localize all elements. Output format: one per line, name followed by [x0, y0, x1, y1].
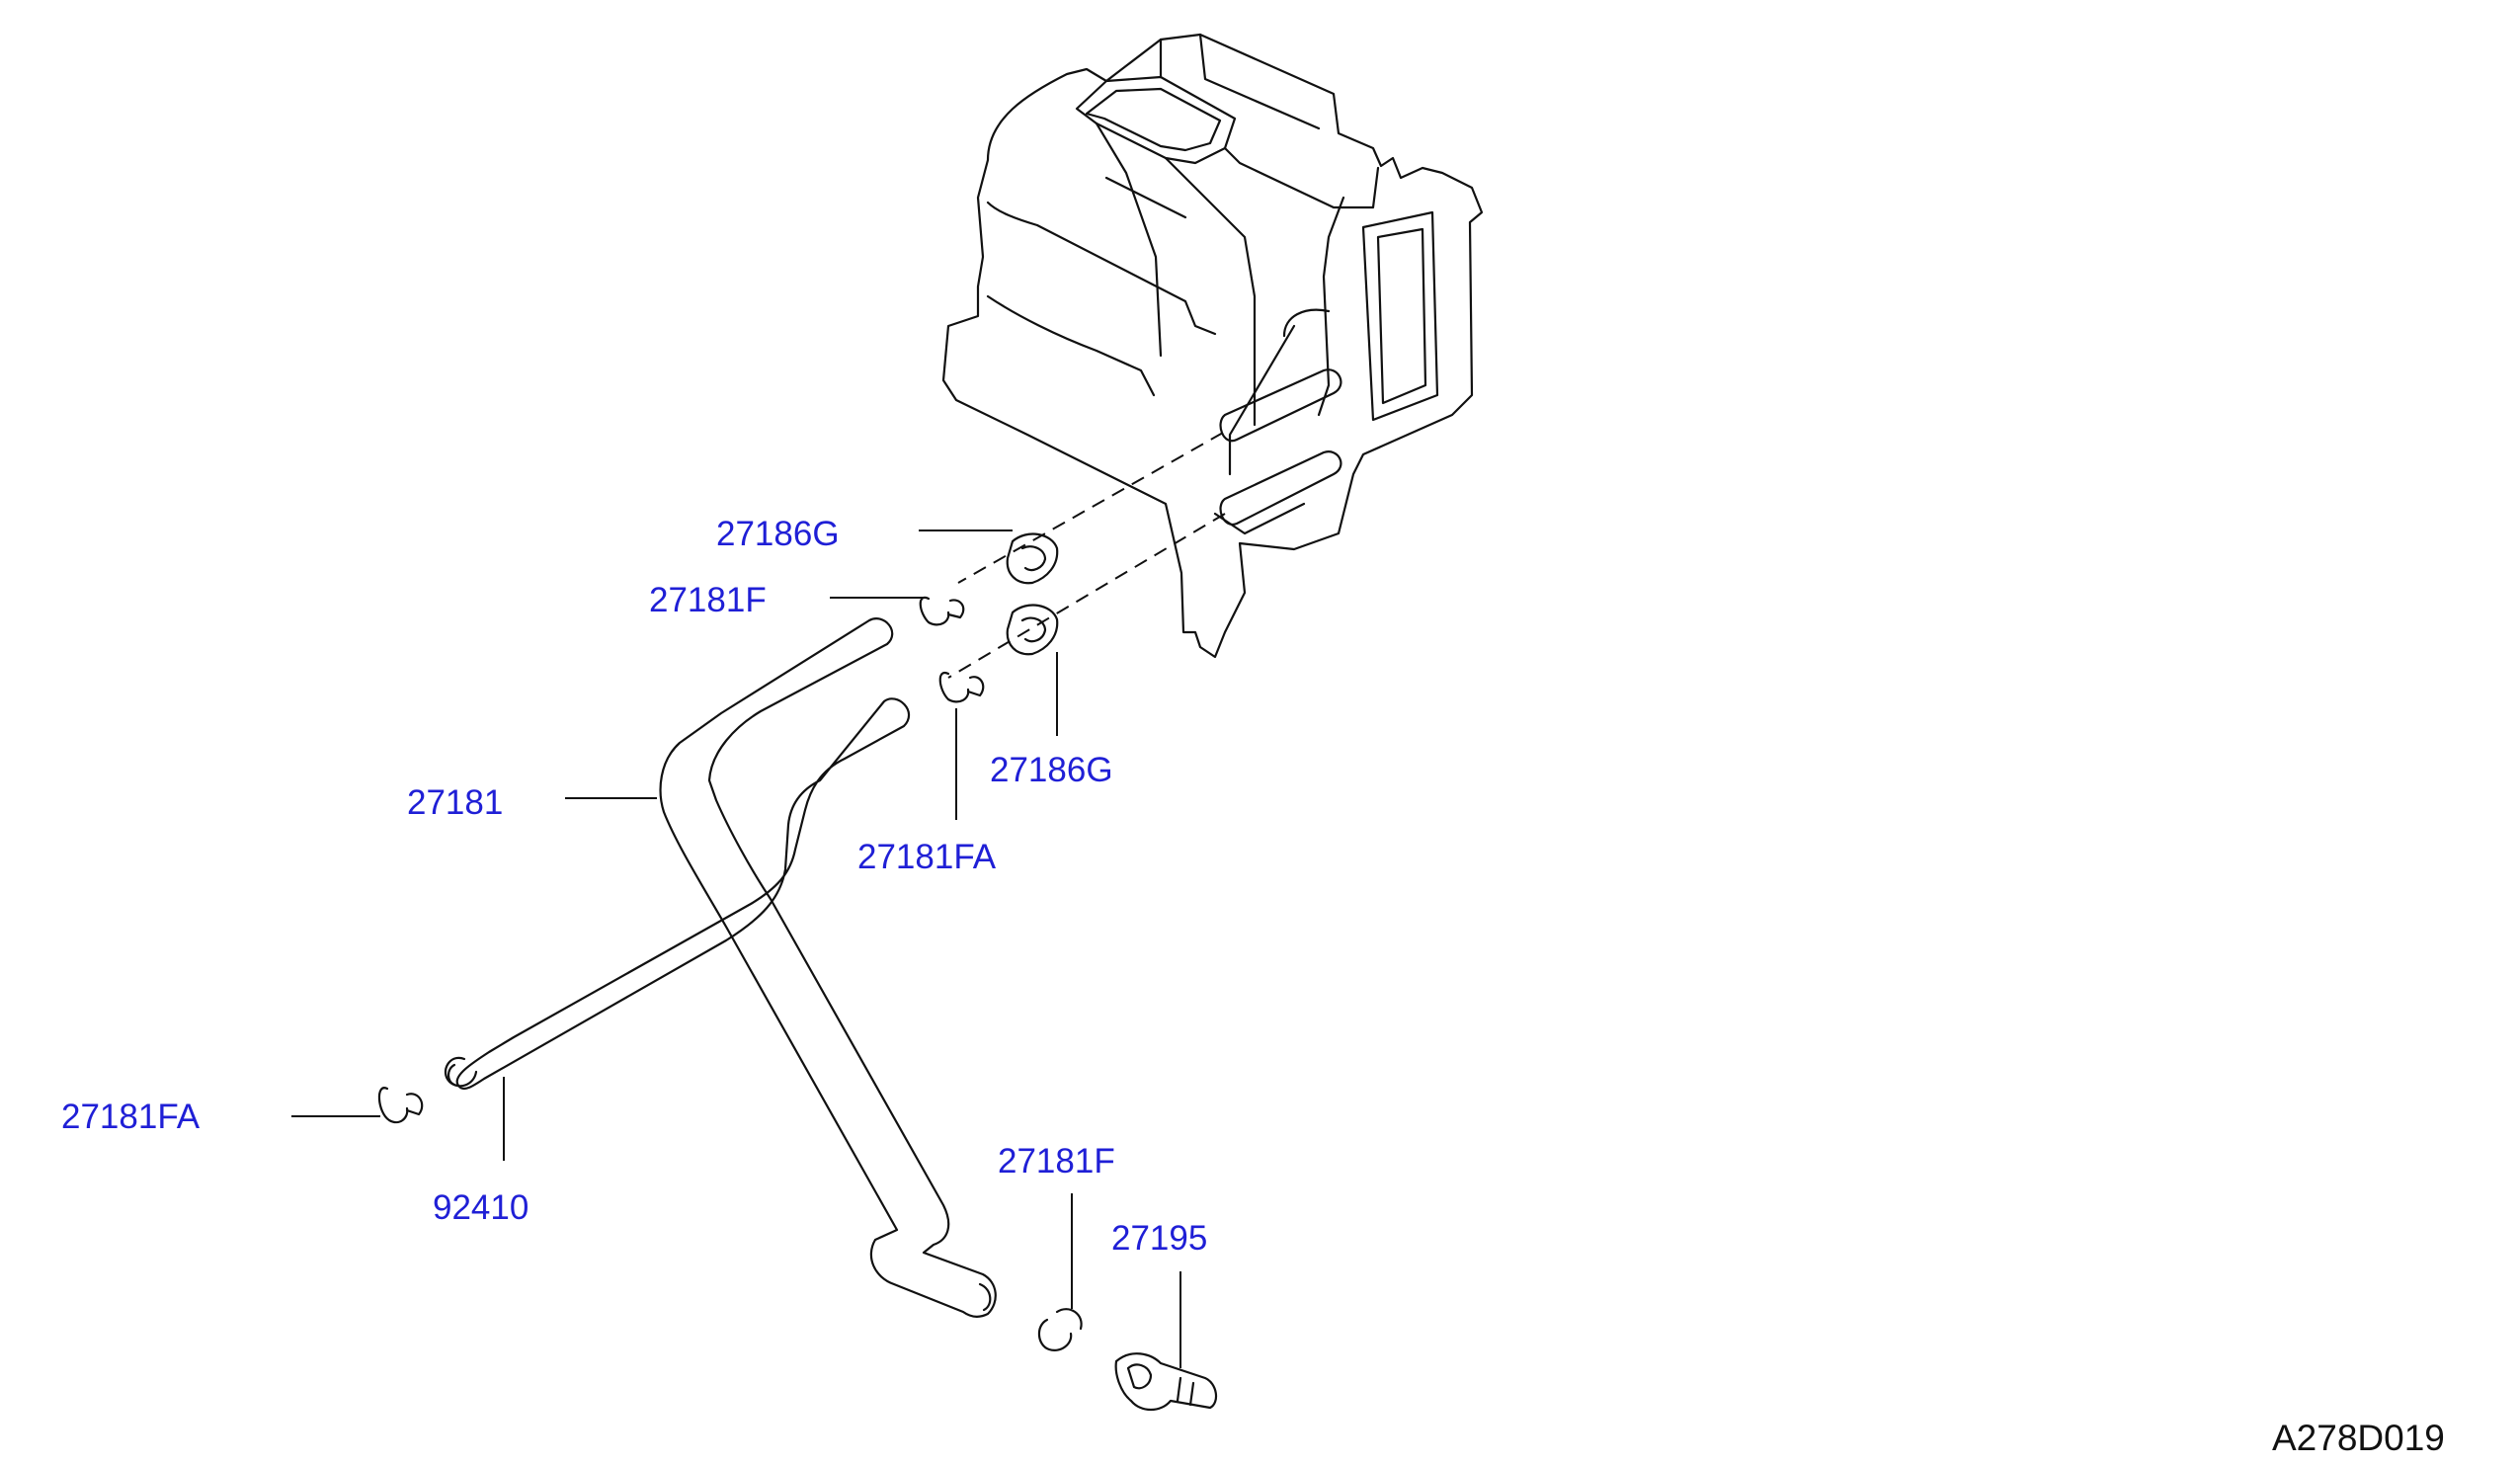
grommet-upper: [1006, 532, 1059, 585]
clamp-upper: [919, 596, 965, 626]
clamp-middle: [938, 671, 985, 703]
callout-label[interactable]: 92410: [433, 1188, 529, 1227]
diagram-id-label: A278D019: [2272, 1418, 2445, 1458]
water-valve: [1114, 1352, 1218, 1412]
callout-label[interactable]: 27195: [1111, 1219, 1208, 1258]
callout-label[interactable]: 27181FA: [857, 838, 997, 876]
callout-label[interactable]: 27181F: [649, 581, 767, 619]
callout-label[interactable]: 27181F: [998, 1142, 1115, 1181]
assembly-lines: [947, 432, 1226, 679]
clamp-left: [377, 1087, 424, 1124]
heater-hose-main: [659, 617, 997, 1318]
callout-label[interactable]: 27181FA: [61, 1098, 201, 1136]
clamp-bottom: [1037, 1308, 1083, 1351]
callout-label[interactable]: 27181: [407, 783, 504, 822]
callout-label[interactable]: 27186G: [990, 751, 1113, 789]
leader-lines: [291, 529, 1181, 1368]
heater-hose-branch: [444, 697, 911, 1091]
grommet-lower: [1006, 604, 1059, 656]
heater-unit-drawing: [941, 33, 1484, 659]
callout-label[interactable]: 27186G: [716, 515, 840, 553]
